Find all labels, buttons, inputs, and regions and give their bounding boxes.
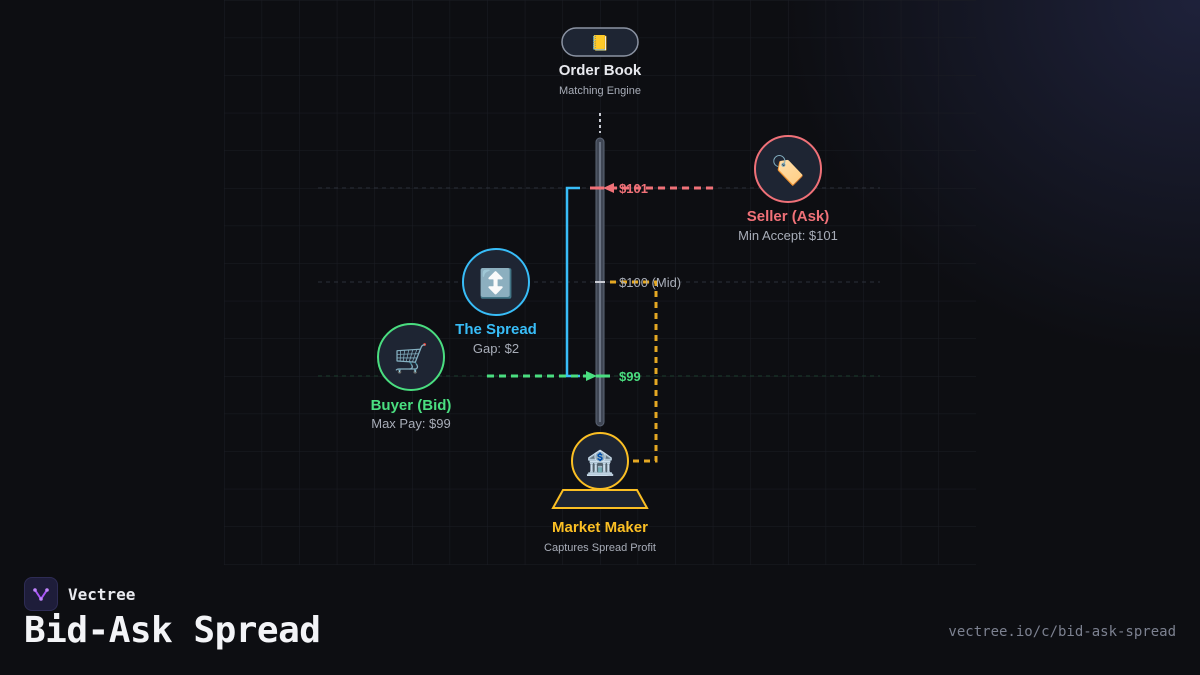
- market-maker-subtitle: Captures Spread Profit: [544, 542, 656, 554]
- shopping-cart-icon: 🛒: [394, 342, 429, 375]
- market-maker-link: [610, 280, 658, 463]
- spread-node[interactable]: ↕️ The Spread Gap: $2: [455, 248, 537, 356]
- ask-price-label: $101: [619, 181, 648, 196]
- up-down-arrow-icon: ↕️: [479, 267, 514, 300]
- bid-ask-diagram: $101 $100 (Mid) $99 📒 Order Book Matchin…: [224, 0, 976, 565]
- vectree-logo-icon: [24, 577, 58, 611]
- market-maker-node[interactable]: 🏦 Market Maker Captures Spread Profit: [544, 432, 656, 554]
- buyer-node[interactable]: 🛒 Buyer (Bid) Max Pay: $99: [371, 323, 452, 431]
- mid-price-label: $100 (Mid): [619, 275, 681, 290]
- bid-price-label: $99: [619, 369, 641, 384]
- brand-name: Vectree: [68, 584, 136, 604]
- market-maker-base: [551, 489, 649, 509]
- order-book-subtitle: Matching Engine: [559, 85, 641, 97]
- seller-subtitle: Min Accept: $101: [738, 228, 838, 243]
- order-book-node[interactable]: 📒 Order Book Matching Engine: [559, 27, 642, 97]
- spread-title: The Spread: [455, 321, 537, 338]
- page-url[interactable]: vectree.io/c/bid-ask-spread: [948, 624, 1176, 640]
- buyer-title: Buyer (Bid): [371, 397, 452, 414]
- seller-title: Seller (Ask): [747, 208, 830, 225]
- price-tag-icon: 🏷️: [771, 154, 806, 187]
- bank-icon: 🏦: [585, 449, 615, 477]
- seller-node[interactable]: 🏷️ Seller (Ask) Min Accept: $101: [738, 135, 838, 243]
- page-title: Bid-Ask Spread: [24, 610, 321, 651]
- ledger-icon: 📒: [591, 34, 610, 52]
- brand[interactable]: Vectree: [24, 577, 135, 611]
- buyer-subtitle: Max Pay: $99: [371, 416, 451, 431]
- spread-subtitle: Gap: $2: [473, 341, 519, 356]
- order-book-title: Order Book: [559, 62, 642, 79]
- market-maker-title: Market Maker: [552, 519, 648, 536]
